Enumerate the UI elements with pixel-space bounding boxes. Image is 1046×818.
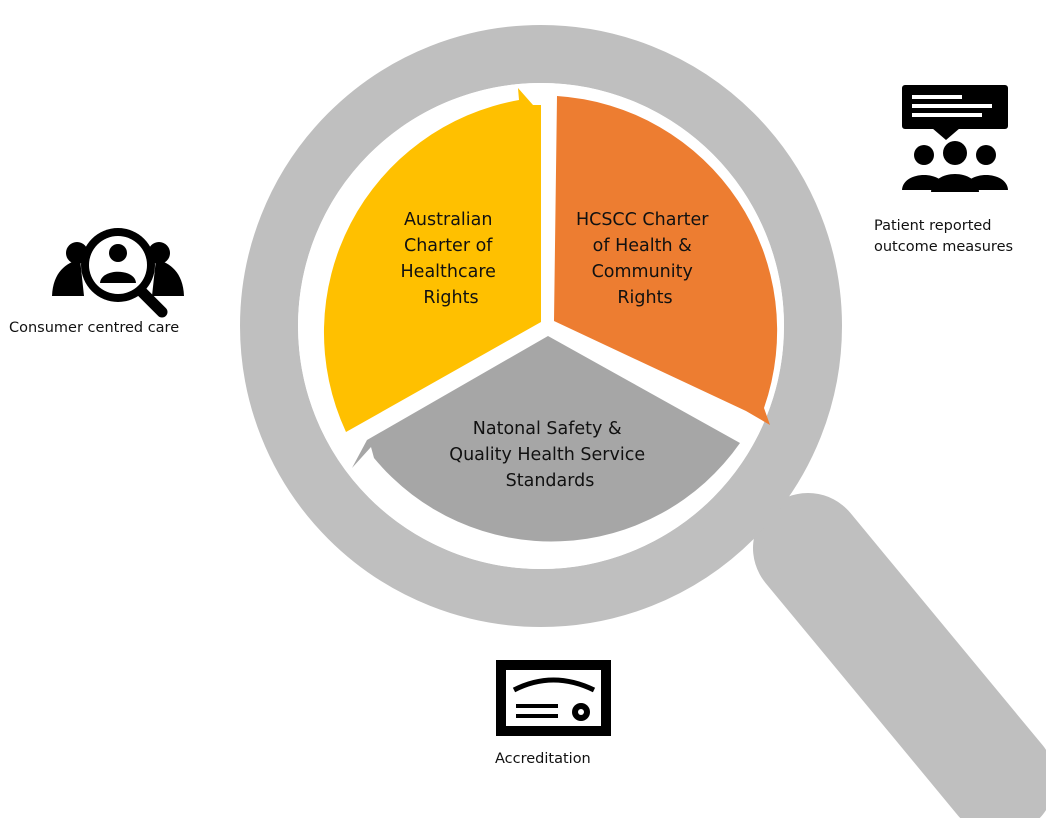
certificate-icon: [496, 660, 611, 736]
segment-label-line: Natonal Safety &: [473, 419, 622, 439]
segment-label-line: Community: [592, 262, 693, 282]
speech-group-icon: [902, 85, 1008, 192]
segment-label-line: Charter of: [404, 236, 493, 256]
patient-reported-outcome-label: Patient reported outcome measures: [874, 216, 1013, 258]
segment-label-line: Rights: [423, 288, 478, 308]
segment-label-line: Quality Health Service: [449, 445, 645, 465]
accreditation-label: Accreditation: [495, 749, 591, 770]
segment-national-standards: [352, 336, 740, 542]
magnifier-handle: [753, 493, 1046, 818]
segment-label-line: Australian: [404, 210, 493, 230]
cycle-segments: [323, 88, 778, 542]
segment-hcscc-charter: [554, 96, 778, 425]
segment-label-line: Rights: [617, 288, 672, 308]
caption-line: Consumer centred care: [9, 320, 180, 336]
segment-label-line: Healthcare: [401, 262, 496, 282]
consumer-centred-care-label: Consumer centred care: [9, 318, 179, 339]
segment-label-line: HCSCC Charter: [576, 210, 709, 230]
caption-line: Patient reported: [874, 218, 992, 234]
segment-label-line: Standards: [506, 471, 595, 491]
segment-label-line: of Health &: [593, 236, 692, 256]
segment-label-australian: Australian Charter of Healthcare Rights: [401, 210, 502, 308]
segment-label-national: Natonal Safety & Quality Health Service …: [449, 419, 650, 491]
magnifier-ring: [240, 25, 842, 627]
caption-line: outcome measures: [874, 239, 1014, 256]
consumer-magnifier-icon: [52, 228, 184, 318]
segment-australian-charter: [323, 88, 541, 432]
segment-label-hcscc: HCSCC Charter of Health & Community Righ…: [576, 210, 714, 308]
caption-line: Accreditation: [495, 751, 591, 767]
